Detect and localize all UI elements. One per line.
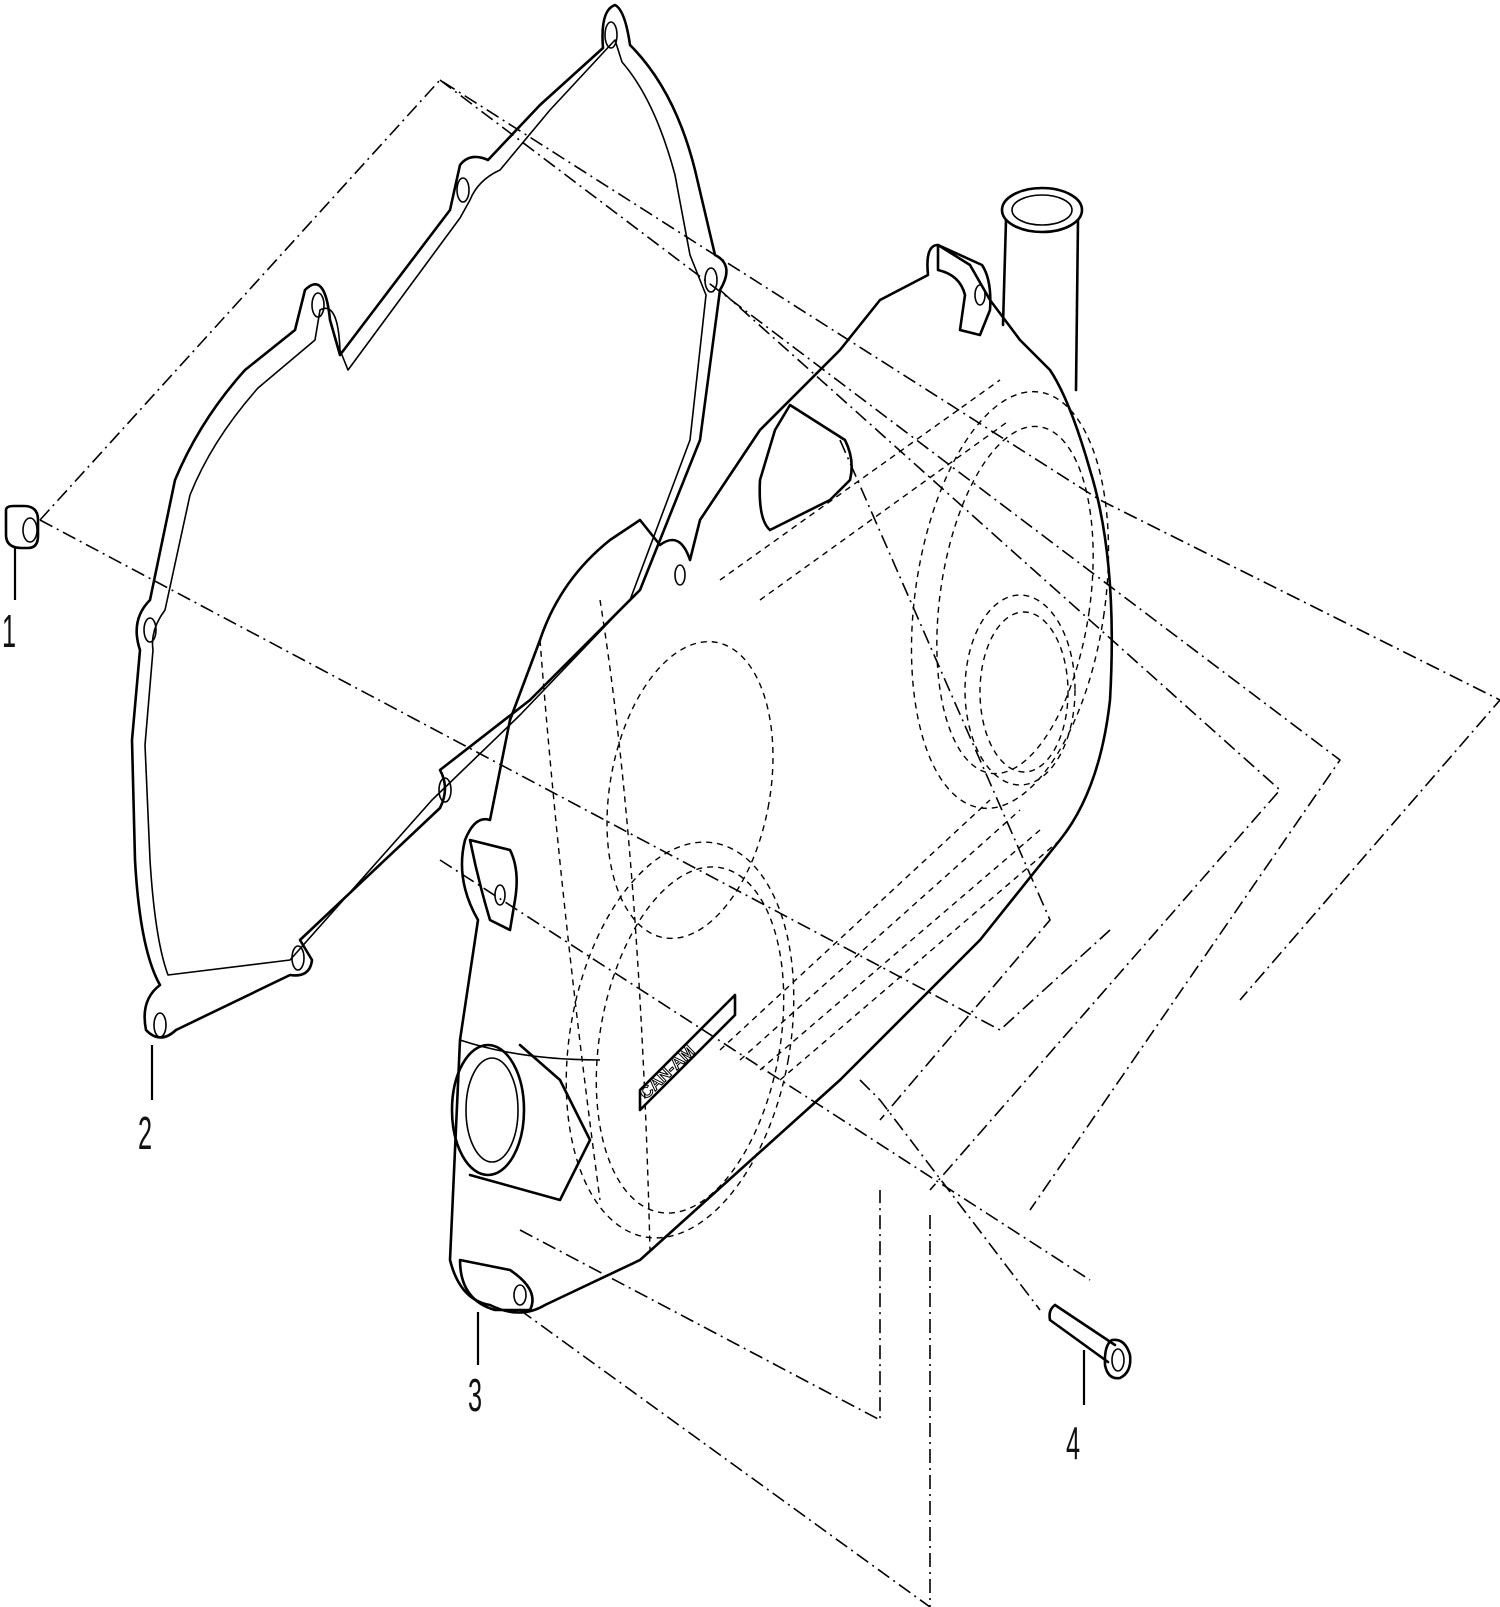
callout-label-2: 2	[138, 1107, 153, 1159]
logo-text: CAN-AM	[636, 1041, 699, 1103]
drive-pulley-dome	[565, 640, 795, 1239]
part-gasket[interactable]	[130, 3, 728, 1100]
mounting-ear-bottom	[458, 1258, 534, 1312]
driven-pulley-dome	[910, 390, 1110, 810]
mounting-ear-top	[936, 243, 992, 337]
callout-label-4: 4	[1066, 1417, 1081, 1469]
callout-label-1: 1	[2, 605, 17, 657]
part-flange-bolt[interactable]	[1048, 1303, 1132, 1405]
callout-label-3: 3	[468, 1369, 483, 1421]
part-cover[interactable]: CAN-AM	[448, 186, 1133, 1365]
part-dowel-pin[interactable]	[4, 504, 40, 600]
logo-plate: CAN-AM	[635, 993, 737, 1112]
water-outlet-tube	[1000, 186, 1084, 392]
mounting-ear-left	[468, 838, 518, 932]
cover-contour-lines	[459, 379, 1061, 1251]
inspection-port	[450, 1043, 526, 1177]
bolt-head-icon	[1103, 1338, 1132, 1380]
mounting-ear-mid	[758, 403, 853, 532]
alignment-center-lines	[39, 78, 1500, 1607]
